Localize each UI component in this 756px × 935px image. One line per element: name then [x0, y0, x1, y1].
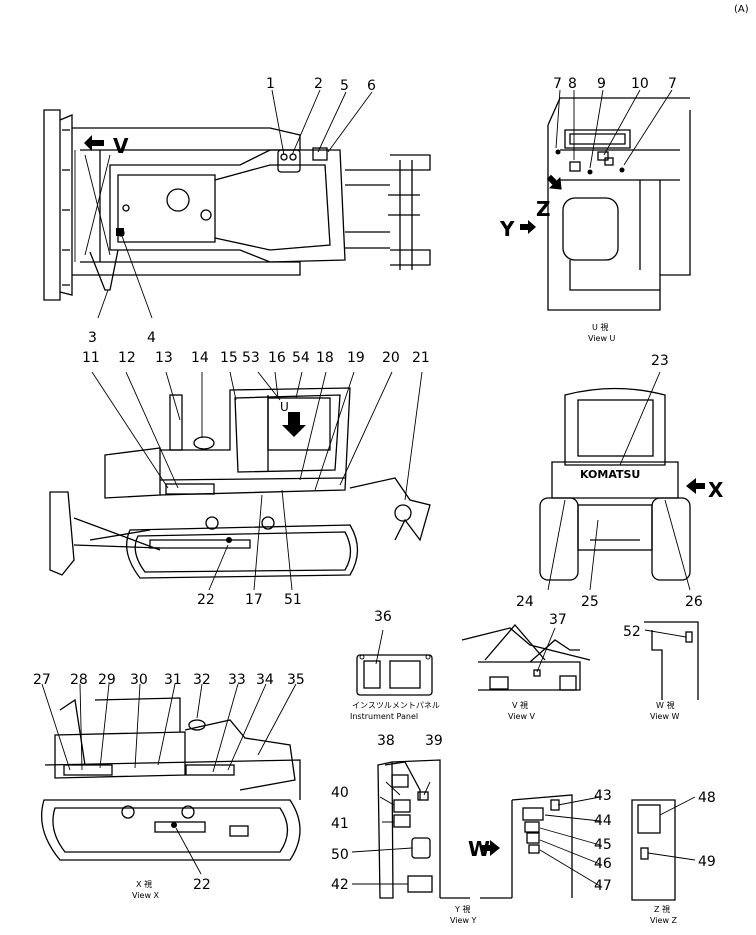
view-v-jp-caption: V 視	[512, 701, 528, 710]
callout-17: 17	[245, 592, 263, 608]
callout-12: 12	[118, 350, 136, 366]
callout-22-second: 22	[193, 877, 211, 893]
callout-21: 21	[412, 350, 430, 366]
view-z-drawing	[631, 796, 696, 901]
view-v-caption: View V	[508, 712, 536, 721]
rear-view-drawing	[539, 371, 705, 591]
view-y-caption: View Y	[450, 916, 477, 925]
callout-53: 53	[242, 350, 260, 366]
callout-13: 13	[155, 350, 173, 366]
view-x-jp-caption: X 視	[136, 880, 152, 889]
callout-44: 44	[594, 813, 612, 829]
callout-19: 19	[347, 350, 365, 366]
view-z-caption: View Z	[650, 916, 678, 925]
komatsu-logo: KOMATSU	[580, 468, 640, 481]
view-w-marker: W	[468, 837, 490, 861]
view-z-jp-caption: Z 視	[654, 905, 670, 914]
instrument-panel-caption: Instrument Panel	[350, 712, 418, 721]
callout-48: 48	[698, 790, 716, 806]
view-w-drawing	[644, 621, 699, 700]
callout-11: 11	[82, 350, 100, 366]
view-y-right-drawing	[482, 794, 601, 898]
view-v-drawing	[461, 624, 591, 691]
side-view-drawing	[49, 371, 431, 591]
callout-18: 18	[316, 350, 334, 366]
callout-49: 49	[698, 854, 716, 870]
callout-37: 37	[549, 612, 567, 628]
view-w-caption: View W	[650, 712, 680, 721]
view-u-drawing	[520, 89, 691, 311]
view-x-drawing	[41, 683, 301, 875]
callout-8: 8	[568, 76, 577, 92]
view-u-jp-caption: U 視	[592, 323, 608, 332]
callout-45: 45	[594, 837, 612, 853]
view-y-marker: Y	[499, 217, 515, 241]
callout-7: 7	[553, 76, 562, 92]
callout-29: 29	[98, 672, 116, 688]
callout-41: 41	[331, 816, 349, 832]
callout-39: 39	[425, 733, 443, 749]
callout-51: 51	[284, 592, 302, 608]
view-u-caption: View U	[588, 334, 616, 343]
view-u-marker: U	[280, 400, 289, 414]
callout-34: 34	[256, 672, 274, 688]
callout-23: 23	[651, 353, 669, 369]
callout-40: 40	[331, 785, 349, 801]
callout-3: 3	[88, 330, 97, 346]
callout-9: 9	[597, 76, 606, 92]
callout-32: 32	[193, 672, 211, 688]
callout-33: 33	[228, 672, 246, 688]
callout-20: 20	[382, 350, 400, 366]
callout-4: 4	[147, 330, 156, 346]
callout-36: 36	[374, 609, 392, 625]
callout-28: 28	[70, 672, 88, 688]
callout-43: 43	[594, 788, 612, 804]
instrument-panel-jp-caption: インスツルメントパネル	[352, 701, 440, 710]
callout-2: 2	[314, 76, 323, 92]
callout-31: 31	[164, 672, 182, 688]
top-view-drawing	[43, 109, 431, 301]
callout-16: 16	[268, 350, 286, 366]
callout-5: 5	[340, 78, 349, 94]
callout-7-second: 7	[668, 76, 677, 92]
view-y-jp-caption: Y 視	[454, 905, 470, 914]
callout-30: 30	[130, 672, 148, 688]
callout-50: 50	[331, 847, 349, 863]
callout-14: 14	[191, 350, 209, 366]
callout-52: 52	[623, 624, 641, 640]
callout-24: 24	[516, 594, 534, 610]
view-x-caption: View X	[132, 891, 160, 900]
callout-25: 25	[581, 594, 599, 610]
view-z-marker: Z	[536, 197, 551, 221]
callout-1: 1	[266, 76, 275, 92]
instrument-panel-drawing	[356, 629, 433, 696]
callout-47: 47	[594, 878, 612, 894]
callout-46: 46	[594, 856, 612, 872]
callout-27: 27	[33, 672, 51, 688]
callout-10: 10	[631, 76, 649, 92]
callout-38: 38	[377, 733, 395, 749]
top-view-leaders	[97, 89, 373, 319]
callout-6: 6	[367, 78, 376, 94]
callout-15: 15	[220, 350, 238, 366]
view-x-marker: X	[708, 478, 724, 502]
callout-22: 22	[197, 592, 215, 608]
callout-26: 26	[685, 594, 703, 610]
callout-54: 54	[292, 350, 310, 366]
view-y-drawing	[351, 759, 512, 899]
callout-35: 35	[287, 672, 305, 688]
view-w-jp-caption: W 視	[656, 701, 674, 710]
view-v-marker: V	[113, 134, 129, 158]
corner-mark: (A)	[734, 4, 749, 15]
callout-42: 42	[331, 877, 349, 893]
